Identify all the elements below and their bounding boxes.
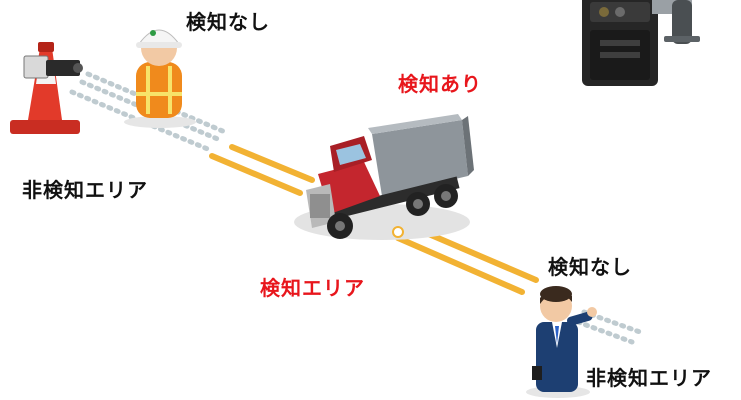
- left-non-detect-area-label: 非検知エリア: [22, 178, 148, 202]
- businessman-icon: [526, 286, 597, 398]
- construction-worker-icon: [124, 29, 196, 128]
- sensor-icon: [23, 55, 83, 79]
- right-non-detect-area-label: 非検知エリア: [586, 366, 712, 390]
- businessman-no-detect-label: 検知なし: [548, 255, 632, 279]
- dump-truck-icon: [294, 114, 474, 240]
- detect-beam-rear: [209, 144, 315, 196]
- controller-device-icon: [582, 0, 700, 86]
- truck-detected-label: 検知あり: [398, 72, 482, 96]
- center-detect-area-label: 検知エリア: [260, 276, 365, 300]
- worker-no-detect-label: 検知なし: [186, 10, 270, 34]
